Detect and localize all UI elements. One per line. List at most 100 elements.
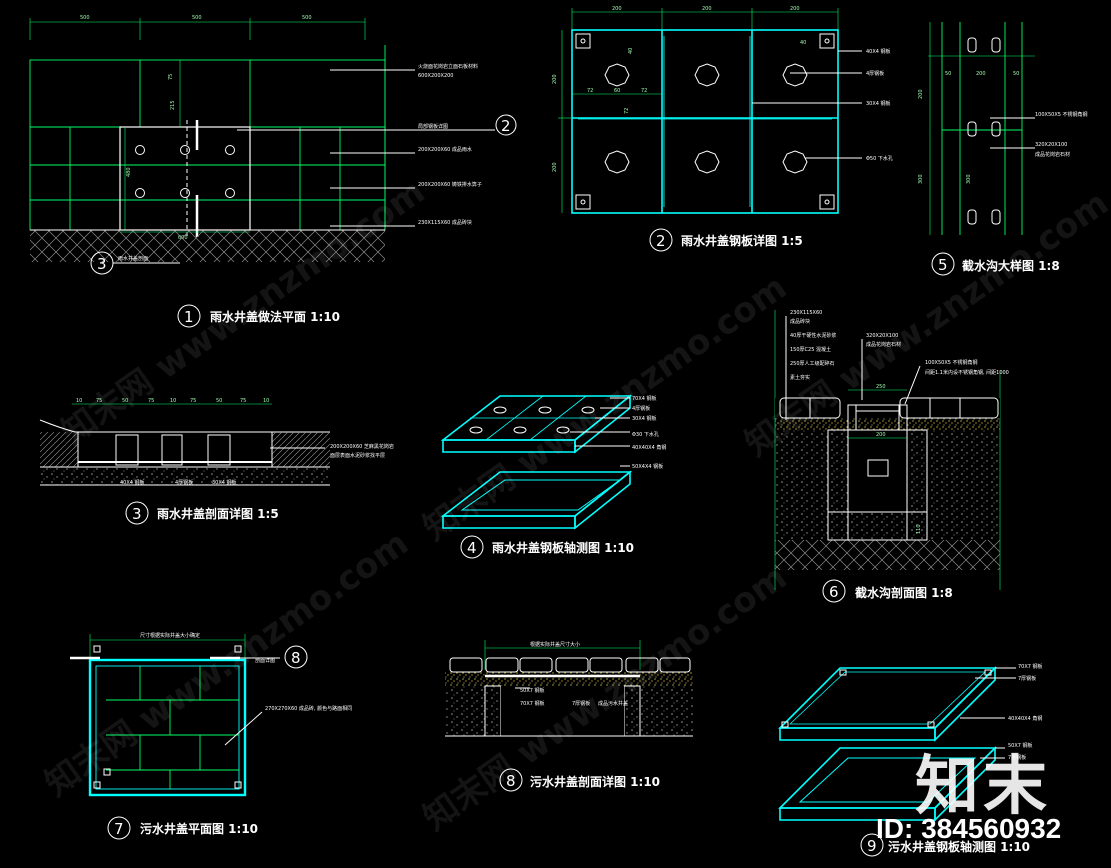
- d2-inner-5: 40: [800, 40, 806, 46]
- d3-note-5: 30X4 钢板: [212, 479, 237, 486]
- d8-top-note: 根据实际井盖尺寸大小: [530, 641, 580, 648]
- d6-note-4: 150厚C25 混凝土: [790, 346, 831, 353]
- watermark-logo: 知末: [915, 750, 1051, 824]
- d5-note-2: 320X20X100: [1035, 142, 1067, 148]
- drawing-1-plan: 500 500 500 75 215 480 600 2 3 雨水井盖剖面: [29, 15, 517, 328]
- d7-note-1: 270X270X60 成品砖, 颜色与路面相同: [265, 705, 352, 712]
- d2-inner-2: 60: [614, 88, 620, 94]
- d2-title: 雨水井盖钢板详图 1:5: [681, 233, 803, 248]
- d7-ref-mark: 8: [291, 649, 301, 667]
- d1-note-3: 局部钢板详图: [418, 123, 448, 130]
- d3-note-2: 面层表面水泥砂浆找平层: [330, 452, 385, 459]
- d1-dim-top-2: 500: [192, 15, 202, 21]
- d2-dim-side-1: 200: [552, 74, 558, 84]
- d1-note-6: 230X115X60 成品砖块: [418, 219, 472, 226]
- d4-note-1: 70X4 钢板: [632, 395, 657, 402]
- d3-dim-2: 75: [96, 398, 102, 404]
- d5-dim-side-2: 300: [918, 174, 924, 184]
- d2-dim-top-1: 200: [612, 6, 622, 12]
- d6-note-7: 320X20X100: [866, 333, 898, 339]
- drawing-9-sewer-axonometric: 70X7 钢板 7厚钢板 40X40X4 角钢 50X7 钢板 7厚钢板 9 污…: [778, 663, 1043, 857]
- d2-dim-top-3: 200: [790, 6, 800, 12]
- d7-title-num: 7: [114, 820, 124, 838]
- d5-title-num: 5: [938, 256, 948, 274]
- d6-note-9: 100X50X5 不锈钢角钢: [925, 359, 978, 366]
- d2-note-1: 40X4 钢板: [866, 48, 891, 55]
- d2-dim-top-2: 200: [702, 6, 712, 12]
- d4-note-4: Φ30 下水孔: [632, 431, 659, 438]
- d3-dim-3: 50: [122, 398, 128, 404]
- d1-dim-side-1: 75: [168, 74, 174, 80]
- watermark-text-4: 知末网 www.znzmo.com: [38, 523, 416, 804]
- d2-dim-side-2: 200: [552, 162, 558, 172]
- d6-note-3: 40厚干硬性水泥砂浆: [790, 332, 836, 339]
- d3-dim-9: 10: [263, 398, 269, 404]
- d6-note-8: 成品花岗岩石材: [866, 341, 901, 348]
- d9-note-1: 70X7 钢板: [1018, 663, 1043, 670]
- d1-dim-side-2: 215: [170, 100, 176, 110]
- d2-title-num: 2: [656, 232, 666, 250]
- d1-dim-top-3: 500: [302, 15, 312, 21]
- d3-dim-5: 10: [170, 398, 176, 404]
- d8-note-1: 50X7 钢板: [520, 687, 545, 694]
- d3-dim-7: 50: [216, 398, 222, 404]
- d2-note-4: Φ50 下水孔: [866, 155, 893, 162]
- d4-note-3: 30X4 钢板: [632, 415, 657, 422]
- d2-inner-6: 72: [624, 108, 630, 114]
- d3-dim-1: 10: [76, 398, 82, 404]
- drawing-7-sewer-plan: 尺寸根据实际井盖大小确定 8 剖面详图 270X270X60 成品砖, 颜色与路…: [70, 632, 352, 840]
- d4-note-6: 50X4X4 钢板: [632, 463, 663, 470]
- drawing-4-axonometric: 70X4 钢板 4厚钢板 30X4 钢板 Φ30 下水孔 40X40X4 角钢 …: [440, 394, 666, 559]
- d6-note-2: 成品砖块: [790, 318, 810, 325]
- watermark-text-1: 知末网 www.znzmo.com: [54, 172, 432, 453]
- d6-note-1: 230X115X60: [790, 310, 822, 316]
- d5-dim-top-3: 50: [1013, 71, 1019, 77]
- d1-dim-top-1: 500: [80, 15, 90, 21]
- d6-dim-3: 110: [916, 524, 922, 534]
- d6-note-6: 素土夯实: [790, 374, 810, 381]
- d1-dim-side-3: 480: [126, 167, 132, 177]
- d1-ref-mark: 2: [501, 117, 511, 135]
- watermark-text-2: 知末网 www.znzmo.com: [416, 267, 794, 548]
- d8-title: 污水井盖剖面详图 1:10: [530, 774, 660, 789]
- d1-title-num: 1: [184, 308, 194, 326]
- d3-dim-6: 75: [190, 398, 196, 404]
- d1-section-mark: 3: [97, 255, 107, 273]
- d5-title: 截水沟大样图 1:8: [962, 258, 1060, 273]
- d5-dim-top-2: 200: [976, 71, 986, 77]
- drawing-8-sewer-section: 根据实际井盖尺寸大小 50X7 钢板 70X7 钢板 7厚钢板 成品污水井盖 8…: [445, 640, 693, 792]
- d3-title-num: 3: [132, 505, 142, 523]
- d7-top-note: 尺寸根据实际井盖大小确定: [140, 632, 200, 639]
- d8-note-2: 70X7 钢板: [520, 700, 545, 707]
- d9-note-4: 50X7 钢板: [1008, 742, 1033, 749]
- d4-title: 雨水井盖钢板轴测图 1:10: [492, 540, 634, 555]
- d2-note-3: 30X4 钢板: [866, 100, 891, 107]
- d6-note-10: 间距1.1米内设不锈钢角钢, 间距1000: [925, 369, 1009, 376]
- d2-inner-1: 72: [587, 88, 593, 94]
- d1-note-2: 600X200X200: [418, 73, 453, 79]
- d6-note-5: 250厚人工级配碎石: [790, 360, 835, 367]
- image-id-label: ID: 384560932: [876, 813, 1062, 844]
- d7-ref-note: 剖面详图: [255, 657, 275, 664]
- drawing-5-trench-detail: 50 200 50 200 300 300 100X50X5 不锈钢角钢 320…: [918, 22, 1088, 276]
- d7-title: 污水井盖平面图 1:10: [140, 821, 258, 836]
- d8-note-4: 成品污水井盖: [598, 700, 628, 707]
- d9-note-3: 40X40X4 角钢: [1008, 715, 1042, 722]
- d3-note-4: 4厚钢板: [175, 479, 193, 486]
- d6-title-num: 6: [829, 583, 839, 601]
- drawing-2-plate-detail: 200 200 200 200 200 72 60 72 40 40 72 40…: [552, 6, 893, 252]
- d5-dim-top-1: 50: [945, 71, 951, 77]
- d2-note-2: 4厚钢板: [866, 70, 884, 77]
- d2-inner-4: 40: [628, 48, 634, 54]
- d5-note-1: 100X50X5 不锈钢角钢: [1035, 111, 1088, 118]
- d5-note-3: 成品花岗岩石材: [1035, 151, 1070, 158]
- d6-dim-2: 200: [876, 432, 886, 438]
- d3-note-3: 40X4 钢板: [120, 479, 145, 486]
- d9-note-5: 7厚钢板: [1008, 754, 1026, 761]
- drawing-3-section: 10 75 50 75 10 75 50 75 10 200X200X60 芝麻…: [39, 398, 394, 525]
- d4-note-5: 40X40X4 角钢: [632, 444, 666, 451]
- d8-title-num: 8: [506, 772, 516, 790]
- d3-title: 雨水井盖剖面详图 1:5: [157, 506, 279, 521]
- d9-title: 污水井盖钢板轴测图 1:10: [888, 839, 1030, 854]
